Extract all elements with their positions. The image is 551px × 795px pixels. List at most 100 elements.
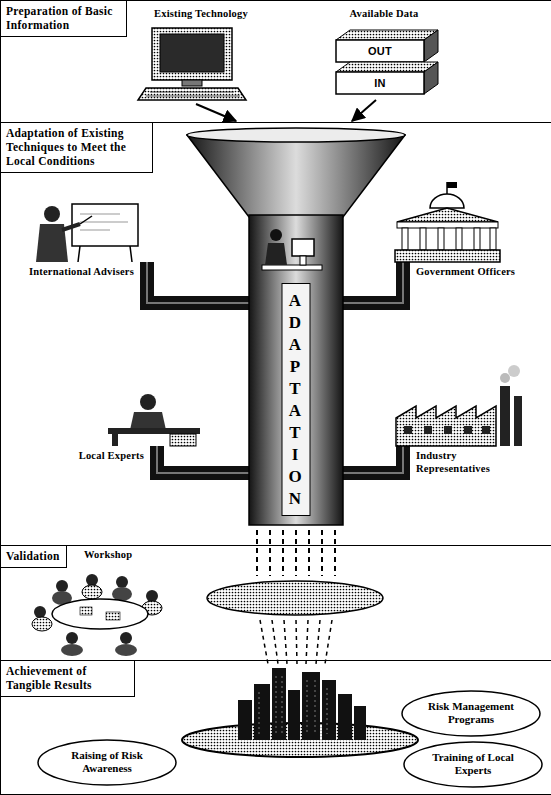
computer-icon-part — [138, 88, 246, 100]
city-skyline-part — [254, 684, 270, 740]
data-tray-icon — [336, 30, 438, 94]
government-building-part — [420, 228, 426, 250]
workshop-scene-part — [56, 580, 68, 592]
computer-icon-part — [182, 80, 202, 86]
teacher-figure-part — [44, 206, 60, 222]
workshop-scene — [32, 574, 162, 656]
teacher-figure — [36, 204, 138, 262]
workshop-scene-part — [52, 599, 148, 629]
city-skyline-part — [354, 706, 366, 740]
workshop-scene-part — [106, 612, 120, 620]
feed-pipe-part — [338, 262, 403, 303]
adaptation-funnel-part-part — [187, 128, 405, 142]
factory-icon-part — [500, 386, 510, 446]
input-arrow-part — [196, 104, 236, 121]
computer-icon-part — [146, 92, 240, 96]
workshop-scene-part — [32, 617, 52, 631]
teacher-figure-part — [78, 246, 80, 262]
input-arrow — [196, 100, 376, 121]
result-oval: Risk Management Programs — [401, 690, 541, 737]
computer-icon-part — [160, 34, 224, 72]
teacher-figure-part — [80, 216, 92, 224]
expert-at-desk — [108, 394, 200, 446]
stage-band: Adaptation of Existing Techniques to Mee… — [0, 122, 551, 545]
part-label: Government Officers — [416, 266, 528, 279]
adaptation-funnel-part-part — [265, 243, 287, 265]
heading-box: Achievement of Tangible Results — [1, 661, 135, 697]
part-label: Available Data — [322, 8, 446, 21]
factory-icon-part — [404, 426, 412, 434]
data-tray-icon-part — [336, 62, 438, 72]
workshop-scene-part — [115, 644, 137, 656]
stage-band: Achievement of Tangible ResultsRisk Mana… — [0, 660, 551, 795]
factory-icon-part — [482, 426, 490, 434]
part-label: Existing Technology — [140, 8, 262, 21]
adaptation-funnel-part-part — [300, 256, 306, 265]
result-oval-part-part — [402, 691, 540, 736]
government-building-part — [430, 194, 464, 208]
workshop-scene-part — [61, 644, 83, 656]
part-label: International Advisers — [24, 266, 134, 279]
factory-icon-part — [424, 426, 432, 434]
city-skyline-part — [338, 694, 352, 740]
adaptation-funnel-part-part — [249, 215, 343, 525]
tray-label: IN — [336, 77, 424, 90]
city-skyline-part — [302, 672, 320, 740]
workshop-scene-part — [116, 576, 128, 588]
expert-at-desk-part — [130, 412, 166, 430]
data-tray-icon-part — [336, 72, 424, 94]
government-building-part — [490, 228, 496, 250]
feed-pipe-part — [338, 446, 403, 473]
stage-heading: Validation — [6, 549, 60, 563]
stage-band: Validation — [0, 545, 551, 660]
workshop-scene-part — [66, 632, 78, 644]
expert-at-desk-part — [112, 434, 118, 446]
stage-band: Preparation of Basic Information — [0, 0, 551, 122]
workshop-scene-part — [80, 607, 92, 615]
oval-label: Raising of Risk Awareness — [58, 749, 156, 775]
government-building — [395, 182, 500, 262]
computer-icon — [138, 28, 246, 100]
teacher-figure-part — [72, 204, 138, 246]
workshop-scene-part — [82, 585, 102, 599]
city-skyline — [182, 668, 418, 757]
data-tray-icon-part — [424, 62, 438, 94]
result-oval-part-part — [404, 742, 542, 787]
workshop-scene-part — [86, 574, 98, 586]
workshop-scene-part — [120, 632, 132, 644]
teacher-figure-part — [130, 246, 132, 262]
stage-heading: Adaptation of Existing Techniques to Mee… — [6, 126, 146, 168]
government-building-part — [397, 222, 498, 228]
data-tray-icon-part — [336, 40, 424, 62]
workshop-scene-part — [112, 587, 132, 601]
result-disc-part — [207, 581, 383, 615]
teacher-figure-part — [62, 224, 80, 230]
government-building-part — [397, 208, 498, 222]
adaptation-funnel: ADAPTATION — [186, 127, 406, 526]
city-skyline-part — [272, 668, 286, 740]
result-oval-part-part — [38, 740, 176, 785]
city-skyline-part — [238, 700, 252, 740]
workshop-scene-part — [34, 606, 46, 618]
oval-label: Risk Management Programs — [422, 700, 520, 726]
factory-icon-part — [500, 373, 510, 383]
result-disc-part — [257, 530, 335, 576]
result-oval: Training of Local Experts — [403, 741, 543, 788]
tray-label: OUT — [336, 45, 424, 58]
adaptation-funnel-part-part — [262, 265, 322, 270]
factory-icon — [396, 365, 522, 446]
factory-icon-part — [396, 406, 496, 446]
result-disc-part — [260, 620, 332, 664]
government-building-part — [456, 228, 462, 250]
teacher-figure-part — [80, 214, 128, 230]
stage-heading: Preparation of Basic Information — [6, 4, 120, 32]
feed-pipe-part — [147, 262, 252, 303]
feed-pipe-part — [157, 446, 252, 473]
adaptation-funnel-part-part — [270, 229, 282, 241]
government-building-part — [438, 228, 444, 250]
input-arrow-part — [352, 100, 376, 121]
heading-box: Validation — [1, 546, 67, 568]
expert-at-desk-part — [170, 434, 196, 446]
factory-icon-part — [514, 396, 522, 446]
